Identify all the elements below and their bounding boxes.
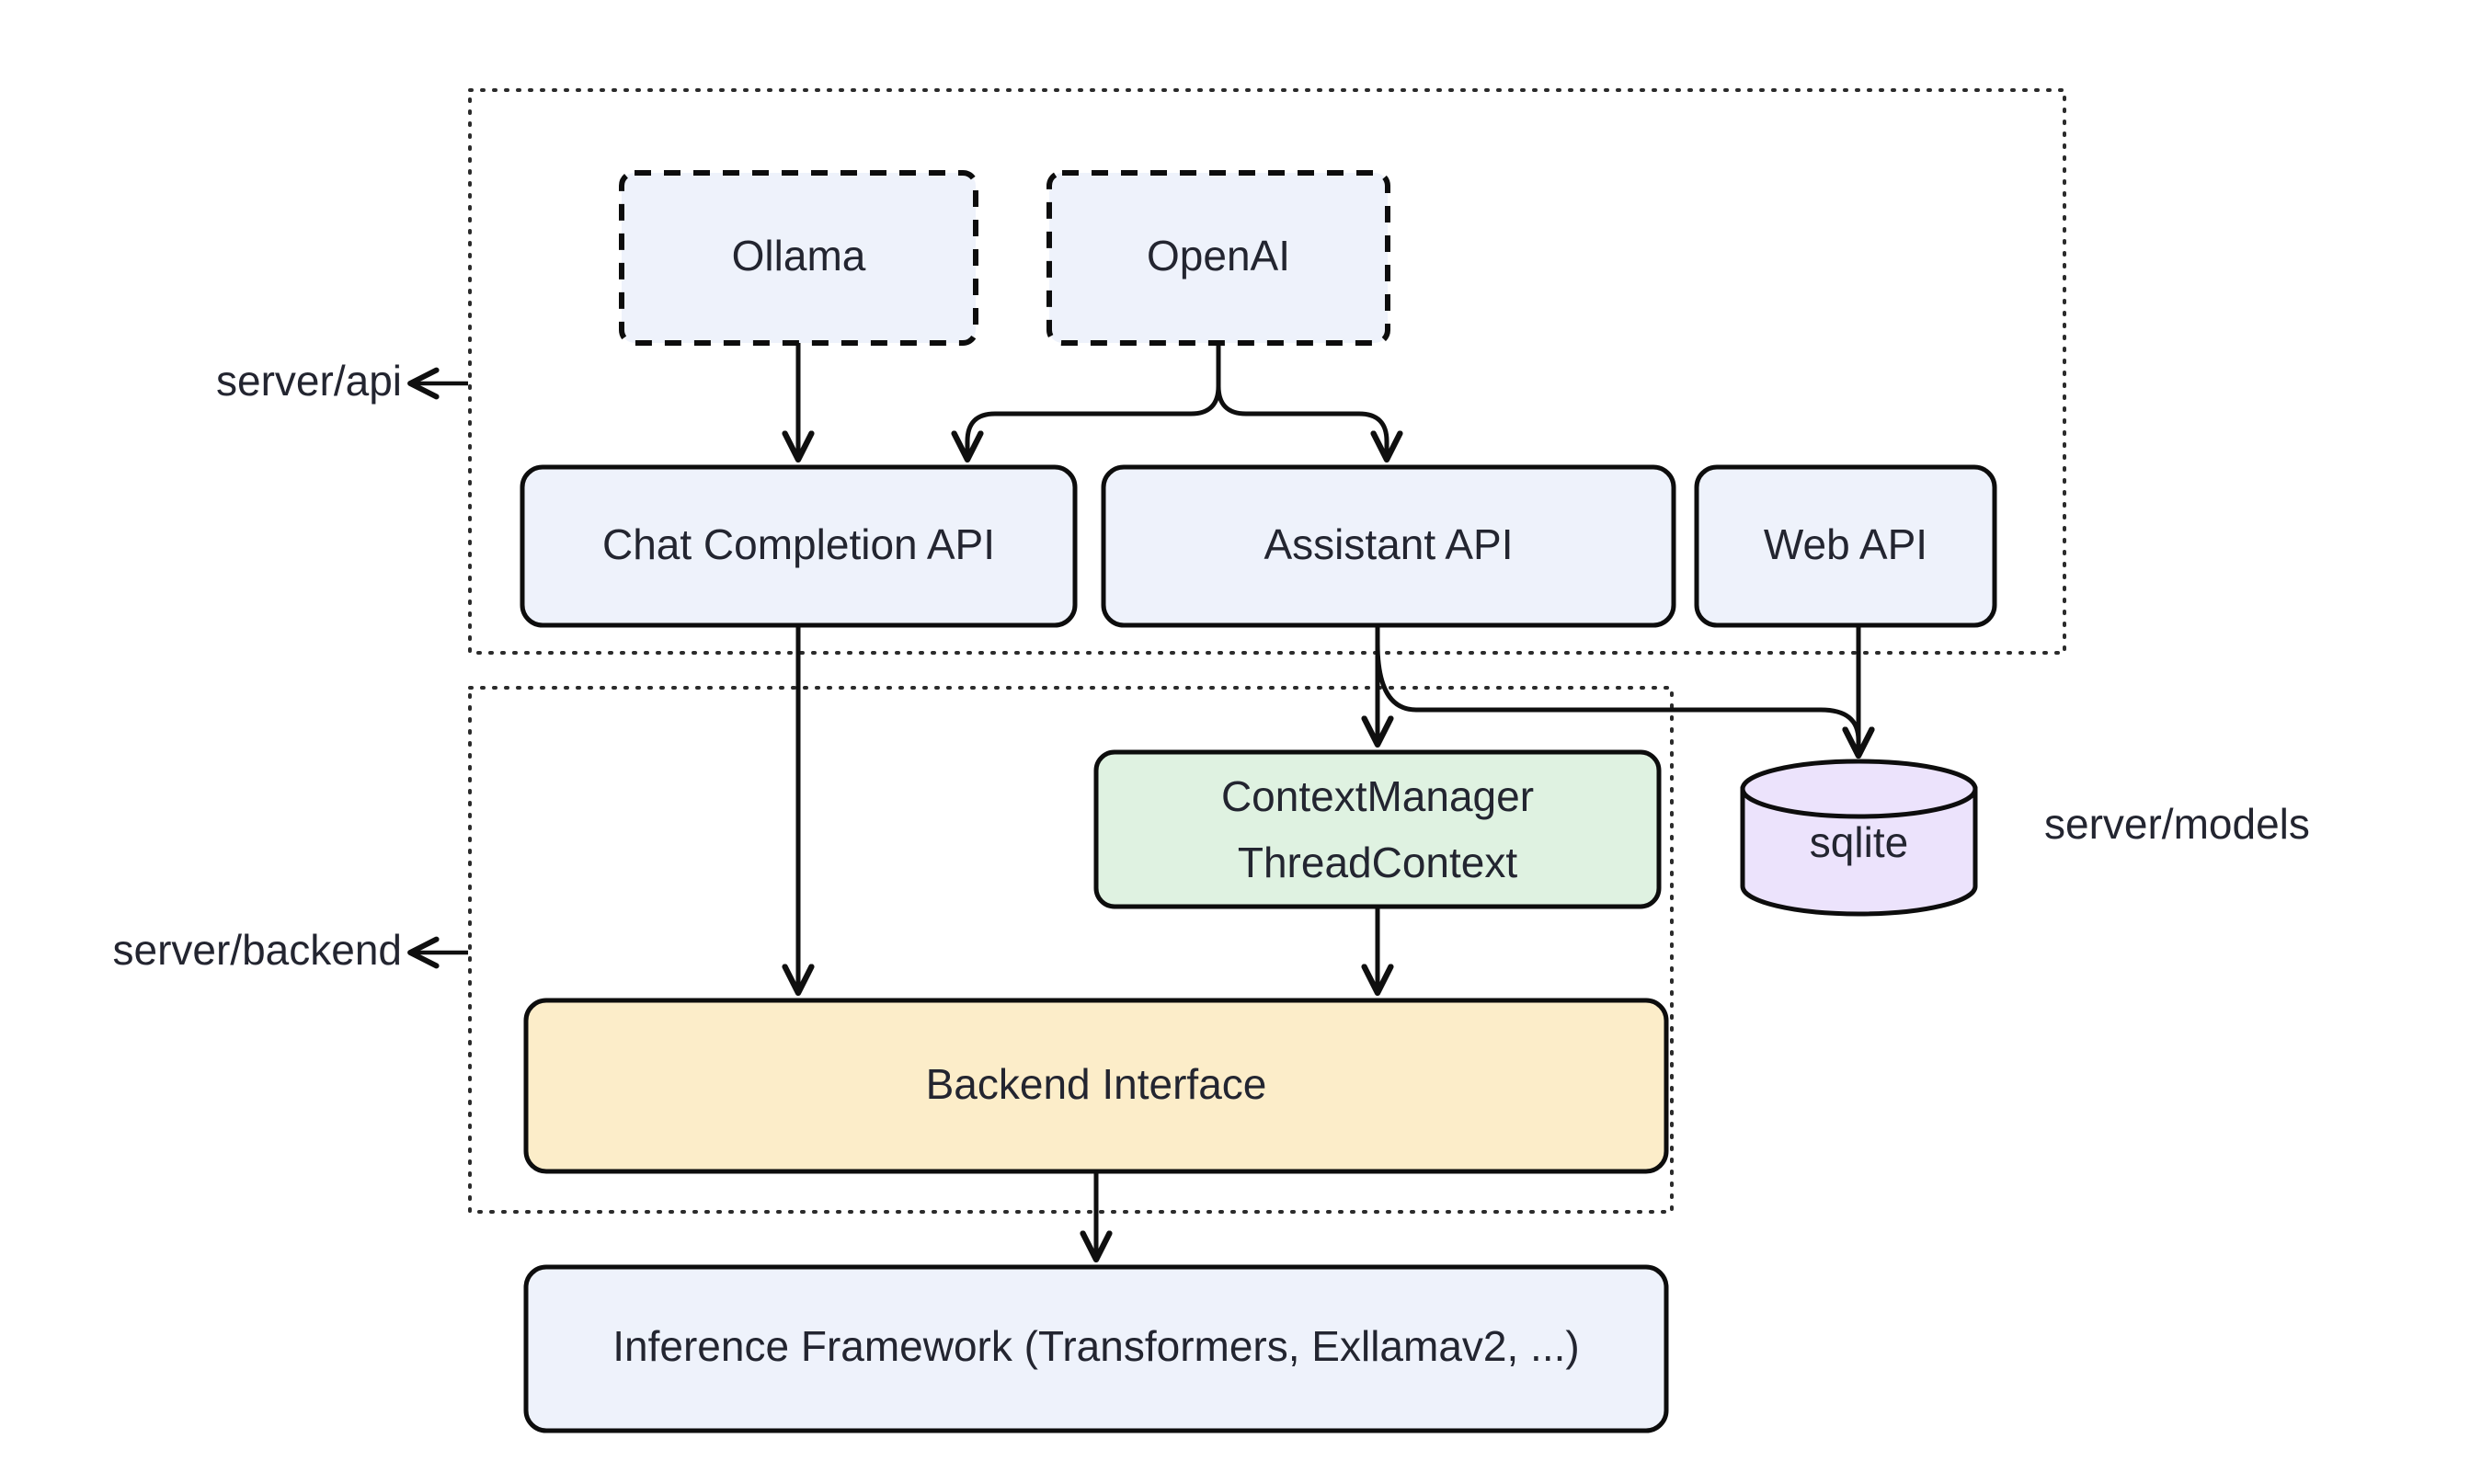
node-openai[interactable]: OpenAI <box>1046 170 1390 346</box>
node-assistant-api[interactable]: Assistant API <box>1101 464 1676 628</box>
node-ollama-shape <box>619 170 978 346</box>
cluster-label-server-backend: server/backend <box>113 926 468 974</box>
node-web-api-shape <box>1694 464 1997 628</box>
node-sqlite-cylinder-body <box>1740 786 1978 917</box>
cluster-server-api <box>468 88 2066 655</box>
edge-openai-to-assistant-api <box>1216 385 1387 456</box>
node-ollama-label: Ollama <box>732 232 866 280</box>
node-backend-interface[interactable]: Backend Interface <box>523 998 1669 1174</box>
node-web-api[interactable]: Web API <box>1694 464 1997 628</box>
node-assistant-api-label: Assistant API <box>1264 520 1513 568</box>
node-context-manager-label-line1: ContextManager <box>1221 772 1534 820</box>
cluster-label-server-api-text: server/api <box>216 357 402 405</box>
node-chat-completion-api[interactable]: Chat Completion API <box>520 464 1078 628</box>
node-openai-shape <box>1046 170 1390 346</box>
node-assistant-api-shape <box>1101 464 1676 628</box>
node-chat-completion-api-shape <box>520 464 1078 628</box>
node-openai-label: OpenAI <box>1147 232 1290 280</box>
node-inference-framework-label: Inference Framework (Transformers, Exlla… <box>612 1322 1579 1370</box>
node-inference-framework-shape <box>523 1264 1669 1433</box>
cluster-label-server-models: server/models <box>2044 800 2310 848</box>
node-backend-interface-label: Backend Interface <box>926 1060 1267 1108</box>
edge-assistant-api-to-sqlite <box>1375 643 1858 752</box>
edge-openai-to-chat-completion-api <box>967 385 1221 456</box>
cluster-server-backend <box>468 686 1674 1214</box>
node-context-manager[interactable]: ContextManager ThreadContext <box>1093 749 1662 909</box>
node-chat-completion-api-label: Chat Completion API <box>602 520 995 568</box>
node-ollama[interactable]: Ollama <box>619 170 978 346</box>
cluster-label-server-api: server/api <box>216 357 468 405</box>
node-web-api-label: Web API <box>1764 520 1927 568</box>
cluster-label-server-backend-text: server/backend <box>113 926 403 974</box>
node-backend-interface-shape <box>523 998 1669 1174</box>
node-sqlite[interactable]: sqlite <box>1740 759 1978 917</box>
node-context-manager-shape <box>1093 749 1662 909</box>
node-sqlite-cylinder-top <box>1740 759 1978 819</box>
node-context-manager-label-line2: ThreadContext <box>1238 839 1517 886</box>
node-sqlite-label: sqlite <box>1810 818 1908 866</box>
node-inference-framework[interactable]: Inference Framework (Transformers, Exlla… <box>523 1264 1669 1433</box>
